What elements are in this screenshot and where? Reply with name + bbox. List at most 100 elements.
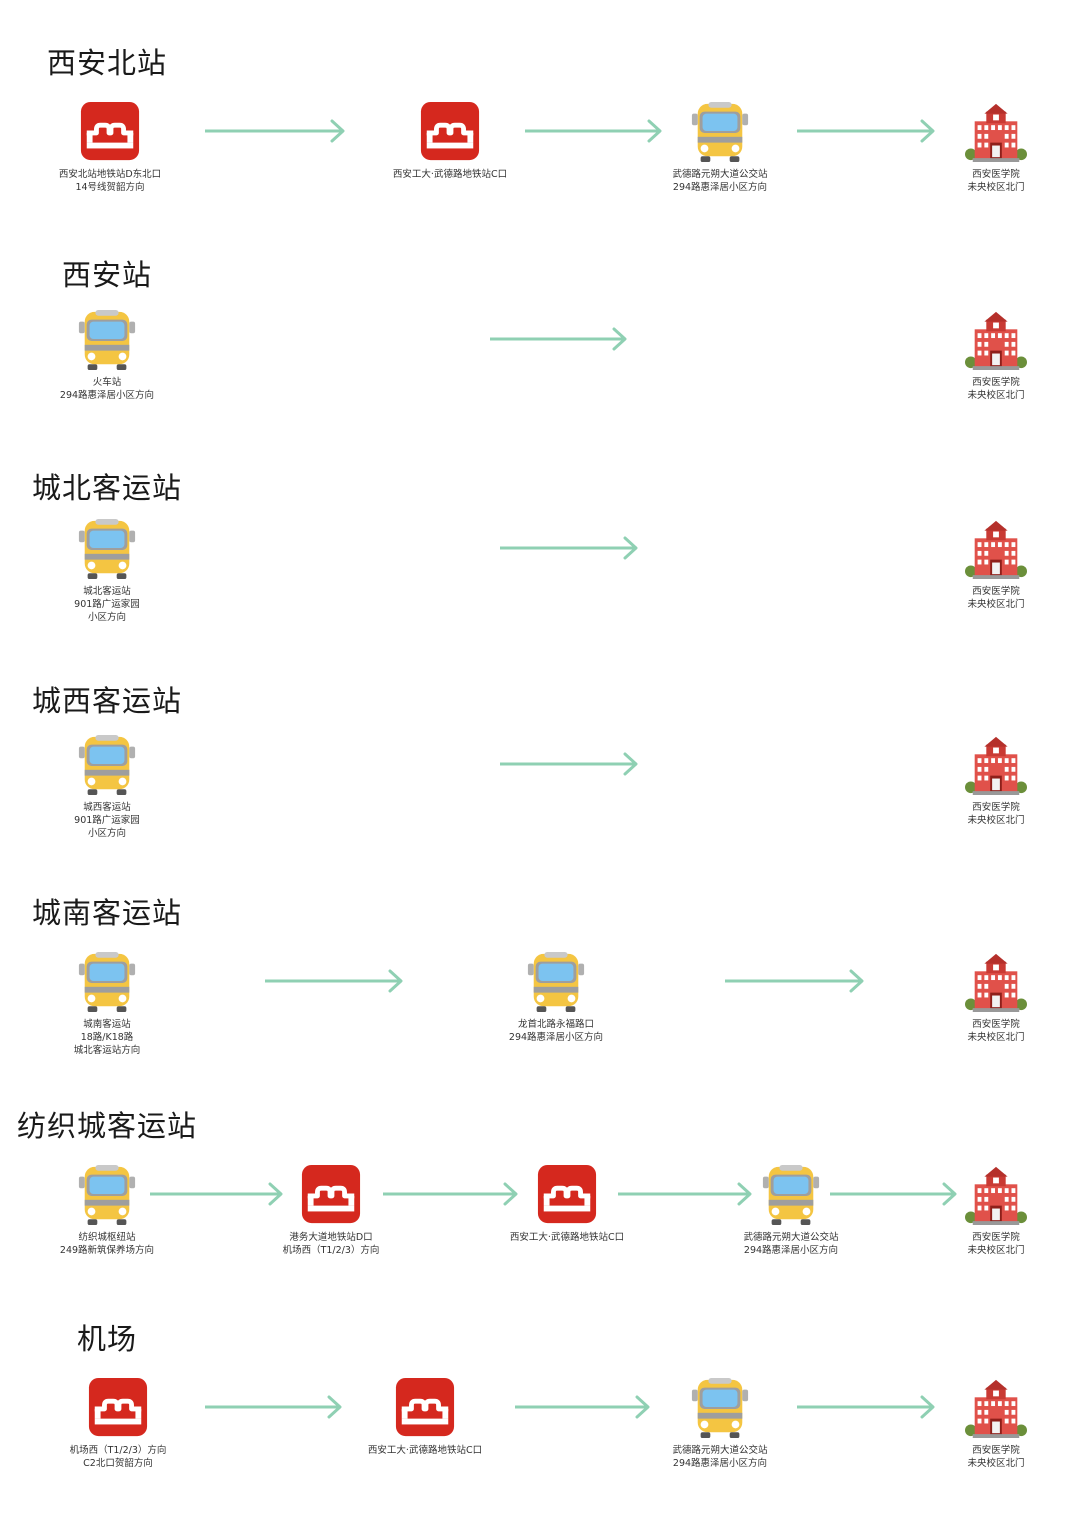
route-stop: 纺织城枢纽站 249路新筑保养场方向 [22,1163,192,1257]
route-stop: 西安工大·武德路地铁站C口 [365,100,535,181]
arrow-icon [616,1182,752,1206]
stop-label-line: 西安医学院 [972,802,1020,813]
stop-label-line: 西安工大·武德路地铁站C口 [367,1445,483,1456]
stop-label: 西安医学院未央校区北门 [911,1018,1080,1044]
stop-label-line: 未央校区北门 [967,1458,1025,1469]
arrow-icon [203,119,345,143]
bus-icon [471,950,641,1012]
stop-label: 西安医学院未央校区北门 [911,1231,1080,1257]
stop-label-line: 机场西（T1/2/3）方向 [282,1245,380,1256]
hospital-icon [911,517,1080,579]
route-title: 城北客运站 [31,471,183,505]
stop-label-line: 港务大道地铁站D口 [289,1232,373,1243]
arrow-icon [523,119,662,143]
arrow-icon [498,536,638,560]
route-title: 西安站 [61,258,153,292]
stop-label: 火车站 294路惠泽居小区方向 [22,376,192,402]
bus-icon [22,517,192,579]
metro-icon [365,100,535,162]
bus-icon [22,308,192,370]
stop-label: 纺织城枢纽站 249路新筑保养场方向 [22,1231,192,1257]
arrow-icon [828,1182,957,1206]
route-title: 机场 [76,1322,138,1356]
stop-label-line: 西安医学院 [972,377,1020,388]
route-stop: 西安医学院未央校区北门 [911,950,1080,1044]
route-stop: 西安工大·武德路地铁站C口 [482,1163,652,1244]
stop-label-line: 纺织城枢纽站 [78,1232,136,1243]
route-stop: 西安工大·武德路地铁站C口 [340,1376,510,1457]
metro-icon [482,1163,652,1225]
stop-label-line: 未央校区北门 [967,599,1025,610]
arrow-icon [488,327,627,351]
stop-label-line: 武德路元朔大道公交站 [672,1445,768,1456]
route-stop: 火车站 294路惠泽居小区方向 [22,308,192,402]
stop-label-line: 龙首北路永福路口 [517,1019,594,1030]
arrow-icon [263,969,403,993]
arrow-icon [513,1395,650,1419]
bus-icon [22,950,192,1012]
stop-label-line: 火车站 [92,377,122,388]
stop-label-line: 249路新筑保养场方向 [59,1245,155,1256]
stop-label-line: 未央校区北门 [967,815,1025,826]
stop-label-line: 小区方向 [87,612,126,623]
hospital-icon [911,308,1080,370]
route-title: 城南客运站 [31,896,183,930]
stop-label-line: 小区方向 [87,828,126,839]
stop-label: 港务大道地铁站D口机场西（T1/2/3）方向 [246,1231,416,1257]
stop-label-line: 未央校区北门 [967,182,1025,193]
route-stop: 西安医学院未央校区北门 [911,733,1080,827]
stop-label: 龙首北路永福路口 294路惠泽居小区方向 [471,1018,641,1044]
stop-label-line: C2北口贺韶方向 [83,1458,153,1469]
stop-label: 西安工大·武德路地铁站C口 [365,168,535,181]
stop-label-line: 西安医学院 [972,1445,1020,1456]
arrow-icon [795,1395,935,1419]
stop-label-line: 西安医学院 [972,586,1020,597]
hospital-icon [911,100,1080,162]
stop-label-line: 未央校区北门 [967,1032,1025,1043]
stop-label-line: 294路惠泽居小区方向 [743,1245,839,1256]
stop-label-line: 294路惠泽居小区方向 [508,1032,604,1043]
stop-label-line: 西安医学院 [972,1232,1020,1243]
arrow-icon [148,1182,283,1206]
stop-label-line: 901路广运家园 [74,599,140,610]
route-stop: 机场西（T1/2/3）方向 C2北口贺韶方向 [33,1376,203,1470]
bus-icon [22,733,192,795]
stop-label: 武德路元朔大道公交站 294路惠泽居小区方向 [706,1231,876,1257]
stop-label-line: 294路惠泽居小区方向 [672,182,768,193]
route-stop: 西安医学院未央校区北门 [911,1376,1080,1470]
route-stop: 龙首北路永福路口 294路惠泽居小区方向 [471,950,641,1044]
stop-label-line: 西安北站地铁站D东北口 [58,169,162,180]
stop-label-line: 机场西（T1/2/3）方向 [69,1445,167,1456]
stop-label-line: 294路惠泽居小区方向 [59,390,155,401]
route-stop: 武德路元朔大道公交站 294路惠泽居小区方向 [706,1163,876,1257]
stop-label: 西安医学院未央校区北门 [911,376,1080,402]
stop-label-line: 西安医学院 [972,1019,1020,1030]
route-title: 西安北站 [46,46,168,80]
bus-icon [635,100,805,162]
stop-label: 西安工大·武德路地铁站C口 [340,1444,510,1457]
route-stop: 武德路元朔大道公交站 294路惠泽居小区方向 [635,100,805,194]
route-title: 城西客运站 [31,684,183,718]
stop-label-line: 武德路元朔大道公交站 [672,169,768,180]
bus-icon [706,1163,876,1225]
stop-label-line: 武德路元朔大道公交站 [743,1232,839,1243]
stop-label-line: 西安工大·武德路地铁站C口 [509,1232,625,1243]
route-stop: 西安医学院未央校区北门 [911,517,1080,611]
metro-icon [340,1376,510,1438]
route-stop: 港务大道地铁站D口机场西（T1/2/3）方向 [246,1163,416,1257]
metro-icon [33,1376,203,1438]
metro-icon [246,1163,416,1225]
hospital-icon [911,1376,1080,1438]
stop-label: 机场西（T1/2/3）方向 C2北口贺韶方向 [33,1444,203,1470]
stop-label-line: 城北客运站方向 [73,1045,141,1056]
